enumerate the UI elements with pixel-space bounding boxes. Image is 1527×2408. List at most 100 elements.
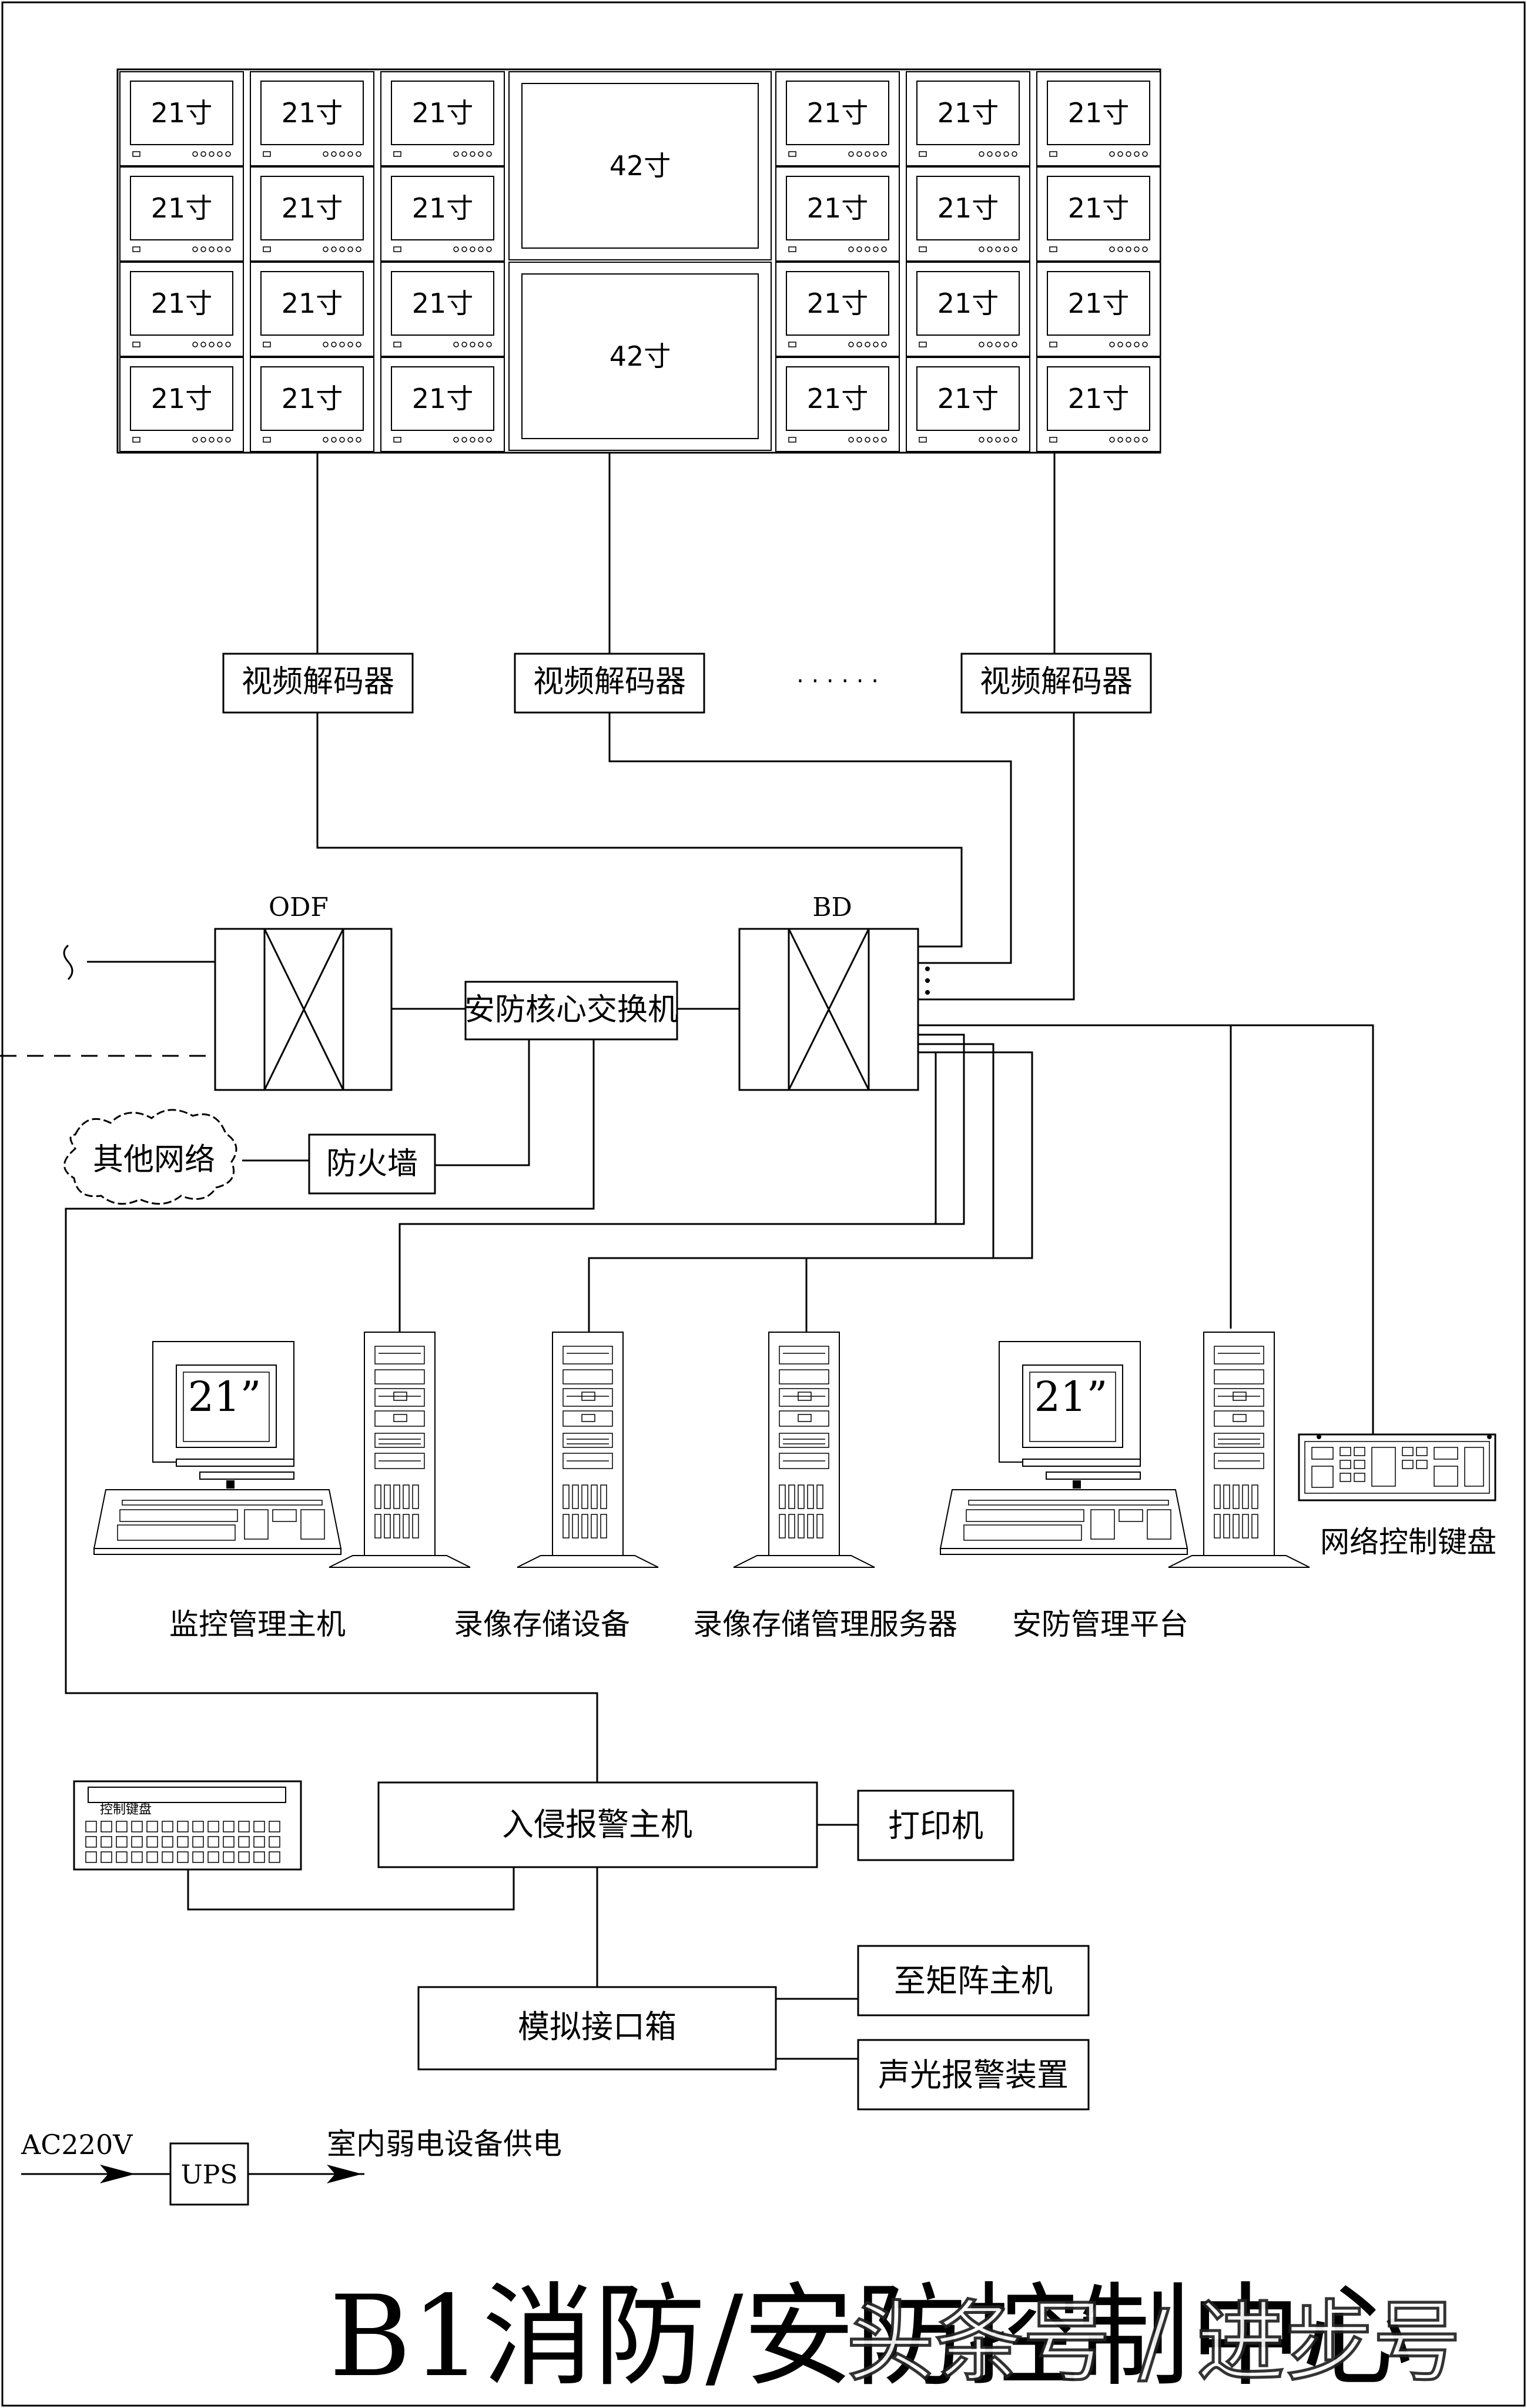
monitor-size-label: 21寸 [282, 287, 343, 319]
control-keyboard-label: 控制键盘 [100, 1802, 152, 1817]
odf-distribution-frame [214, 928, 393, 1091]
monitor-21-inch: 21寸 [119, 166, 244, 262]
other-network-cloud: 其他网络 [63, 1109, 237, 1205]
recording-storage-label: 录像存储设备 [454, 1607, 630, 1641]
ups-label: UPS [181, 2160, 238, 2190]
monitor-size-label: 21寸 [937, 97, 999, 129]
monitor-42-inch: 42寸 [508, 71, 772, 260]
monitor-size-label: 42寸 [610, 150, 671, 182]
security-platform-label: 安防管理平台 [1012, 1607, 1188, 1641]
monitor-size-label: 42寸 [610, 340, 671, 372]
odf-label: ODF [269, 892, 329, 922]
decoder-1: 视频解码器 [222, 653, 414, 714]
video-wall: 21寸 21寸 21寸 21寸 21寸 21寸 21寸 21寸 21寸 21寸 21寸 21寸 21寸 2… [116, 68, 1161, 454]
watermark: 头条号 / 进步号 [846, 2292, 1461, 2394]
arrow-icon [327, 2165, 362, 2183]
monitor-size-label: 21寸 [937, 287, 999, 319]
other-network-label: 其他网络 [93, 1142, 215, 1178]
monitor-size-label: 21寸 [807, 383, 869, 414]
decoder-ellipsis: · · · · · · [796, 668, 879, 695]
matrix-host: 至矩阵主机 [857, 1945, 1090, 2016]
matrix-host-label: 至矩阵主机 [894, 1962, 1053, 1999]
monitor-size-label: 21寸 [412, 192, 474, 224]
firewall: 防火墙 [308, 1133, 436, 1195]
monitor-screen-text: 21” [1034, 1373, 1108, 1421]
sound-light-alarm: 声光报警装置 [857, 2039, 1090, 2111]
monitor-21-inch: 21寸 [380, 357, 505, 452]
monitor-21-inch: 21寸 [906, 262, 1030, 357]
monitor-size-label: 21寸 [1068, 97, 1130, 129]
monitor-21-inch: 21寸 [380, 71, 505, 166]
monitor-21-inch: 21寸 [119, 357, 244, 452]
monitoring-host-label: 监控管理主机 [169, 1607, 346, 1641]
monitor-21-inch: 21寸 [250, 71, 374, 166]
alarm-host-label: 入侵报警主机 [502, 1806, 692, 1843]
monitor-21-inch: 21寸 [1036, 357, 1161, 452]
monitor-21-inch: 21寸 [775, 71, 900, 166]
ups-box: UPS [169, 2142, 249, 2206]
decoder-label: 视频解码器 [980, 664, 1133, 700]
power-input-label: AC220V [21, 2129, 133, 2160]
monitor-size-label: 21寸 [282, 383, 343, 414]
monitor-screen-text: 21” [188, 1373, 262, 1421]
monitor-size-label: 21寸 [1068, 192, 1130, 224]
monitor-21-inch: 21寸 [380, 262, 505, 357]
monitor-size-label: 21寸 [282, 97, 343, 129]
page-title: B1消防/安防控制中心 [329, 2272, 1414, 2402]
monitor-21-inch: 21寸 [1036, 262, 1161, 357]
monitor-21-inch: 21寸 [775, 166, 900, 262]
control-keyboard-keys [85, 1821, 280, 1863]
bd-port-dots [925, 966, 930, 995]
monitor-size-label: 21寸 [412, 287, 474, 319]
decoder-3: 视频解码器 [960, 653, 1152, 714]
core-switch-label: 安防核心交换机 [464, 992, 678, 1028]
intrusion-alarm-host: 入侵报警主机 [377, 1781, 818, 1868]
monitor-size-label: 21寸 [282, 192, 343, 224]
monitoring-host: 21” 监控管理主机 [93, 1332, 471, 1641]
storage-server: 录像存储管理服务器 [693, 1332, 957, 1641]
connection-lines [21, 453, 1374, 2175]
monitor-size-label: 21寸 [151, 192, 213, 224]
monitor-21-inch: 21寸 [775, 262, 900, 357]
monitor-21-inch: 21寸 [775, 357, 900, 452]
cable-break-icon [63, 944, 73, 981]
monitor-21-inch: 21寸 [906, 166, 1030, 262]
printer-label: 打印机 [888, 1807, 983, 1844]
monitor-size-label: 21寸 [151, 287, 213, 319]
firewall-label: 防火墙 [326, 1146, 418, 1182]
analog-interface-box: 模拟接口箱 [417, 1986, 777, 2071]
monitor-size-label: 21寸 [151, 97, 213, 129]
decoder-2: 视频解码器 [514, 653, 705, 714]
monitor-size-label: 21寸 [1068, 287, 1130, 319]
sound-light-alarm-label: 声光报警装置 [878, 2056, 1069, 2093]
bd-label: BD [812, 892, 852, 922]
monitor-size-label: 21寸 [412, 97, 474, 129]
monitor-size-label: 21寸 [151, 383, 213, 414]
power-output-label: 室内弱电设备供电 [327, 2127, 562, 2161]
monitor-21-inch: 21寸 [250, 262, 374, 357]
monitor-21-inch: 21寸 [1036, 166, 1161, 262]
interface-box-label: 模拟接口箱 [518, 2008, 677, 2045]
arrow-icon [100, 2165, 135, 2183]
monitor-size-label: 21寸 [807, 287, 869, 319]
monitor-size-label: 21寸 [807, 192, 869, 224]
monitor-21-inch: 21寸 [119, 71, 244, 166]
monitor-size-label: 21寸 [937, 192, 999, 224]
monitor-size-label: 21寸 [1068, 383, 1130, 414]
control-keyboard: 控制键盘 [73, 1780, 302, 1871]
decoder-label: 视频解码器 [242, 664, 394, 700]
monitor-size-label: 21寸 [412, 383, 474, 414]
bd-distribution-frame [738, 928, 919, 1091]
monitor-size-label: 21寸 [807, 97, 869, 129]
recording-storage: 录像存储设备 [454, 1332, 659, 1641]
monitor-42-inch: 42寸 [508, 262, 772, 451]
network-keyboard-label: 网络控制键盘 [1320, 1525, 1496, 1559]
monitor-21-inch: 21寸 [380, 166, 505, 262]
monitor-21-inch: 21寸 [250, 357, 374, 452]
storage-server-label: 录像存储管理服务器 [693, 1607, 957, 1641]
monitor-21-inch: 21寸 [906, 71, 1030, 166]
monitor-size-label: 21寸 [937, 383, 999, 414]
printer: 打印机 [857, 1790, 1014, 1861]
security-platform: 21” 安防管理平台 [940, 1332, 1310, 1641]
